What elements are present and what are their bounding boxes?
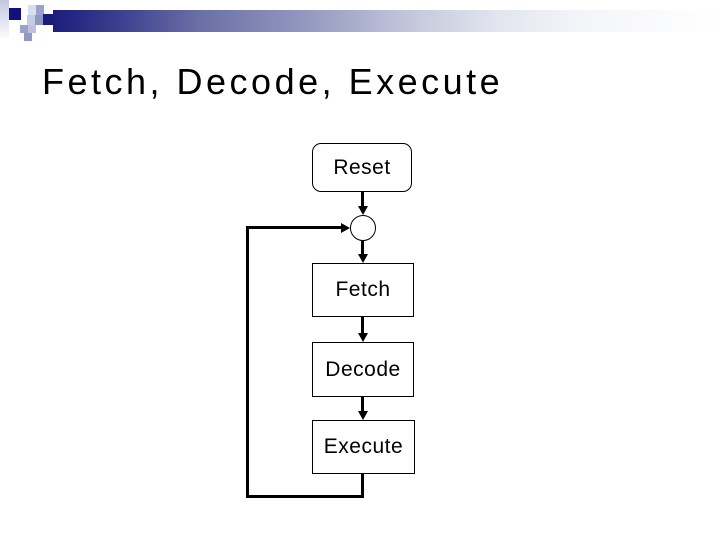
arrowhead-down-icon	[358, 206, 368, 215]
pixel-square	[28, 25, 36, 33]
slide-title: Fetch, Decode, Execute	[42, 61, 504, 102]
pixel-square	[43, 14, 53, 25]
connector-junction-fetch	[361, 241, 364, 255]
arrowhead-right-icon	[341, 223, 350, 233]
pixel-square	[27, 15, 35, 25]
pixel-square	[28, 5, 36, 15]
connector-fetch-decode	[361, 317, 364, 334]
arrowhead-down-icon	[358, 333, 368, 342]
node-execute-label: Execute	[323, 435, 404, 458]
node-decode: Decode	[312, 342, 414, 397]
node-fetch: Fetch	[312, 263, 414, 317]
junction-circle	[350, 215, 376, 241]
connector-decode-execute	[361, 397, 364, 412]
node-reset-label: Reset	[333, 155, 391, 179]
node-fetch-label: Fetch	[335, 278, 391, 301]
node-execute: Execute	[312, 420, 415, 474]
left-gradient-strip	[0, 0, 9, 38]
pixel-square	[35, 15, 43, 25]
loop-left	[246, 226, 249, 498]
pixel-square	[24, 33, 32, 41]
connector-reset-junction	[361, 192, 364, 207]
header-gradient-bar	[53, 10, 720, 32]
node-decode-label: Decode	[325, 357, 401, 381]
arrowhead-down-icon	[358, 411, 368, 420]
pixel-square	[9, 8, 21, 20]
loop-execute-down	[361, 474, 364, 498]
loop-bottom	[246, 495, 364, 498]
node-reset: Reset	[312, 143, 412, 192]
pixel-square	[20, 25, 28, 33]
pixel-square	[36, 5, 44, 15]
arrowhead-down-icon	[358, 254, 368, 263]
loop-top	[246, 226, 342, 229]
